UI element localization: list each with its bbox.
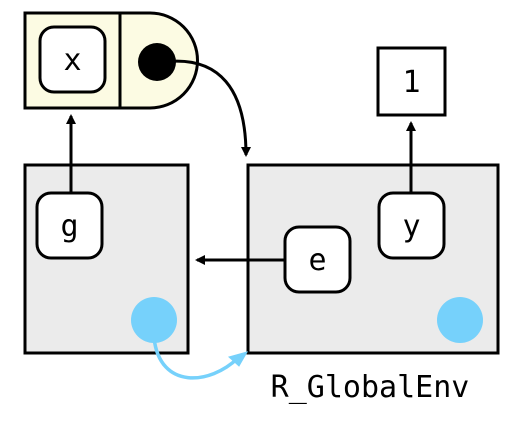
parent-env-link-arrowhead — [227, 351, 249, 367]
binding-y-label: y — [402, 209, 420, 244]
function-environment: g — [23, 163, 190, 355]
global-environment-name: R_GlobalEnv — [271, 370, 470, 405]
global-env-parent-dot — [437, 297, 483, 343]
function-object: x — [23, 11, 199, 110]
global-environment: e y — [246, 163, 500, 355]
value-box — [376, 46, 447, 117]
binding-g-label: g — [60, 209, 78, 244]
function-env-parent-dot — [131, 297, 177, 343]
function-env-arrow — [162, 59, 251, 157]
parent-env-link — [152, 337, 240, 380]
formal-argument-label: x — [63, 43, 81, 78]
value-label: 1 — [402, 65, 420, 100]
function-env-pointer-dot — [138, 43, 176, 81]
binding-e-label: e — [308, 243, 326, 278]
formal-argument-box — [38, 25, 107, 94]
